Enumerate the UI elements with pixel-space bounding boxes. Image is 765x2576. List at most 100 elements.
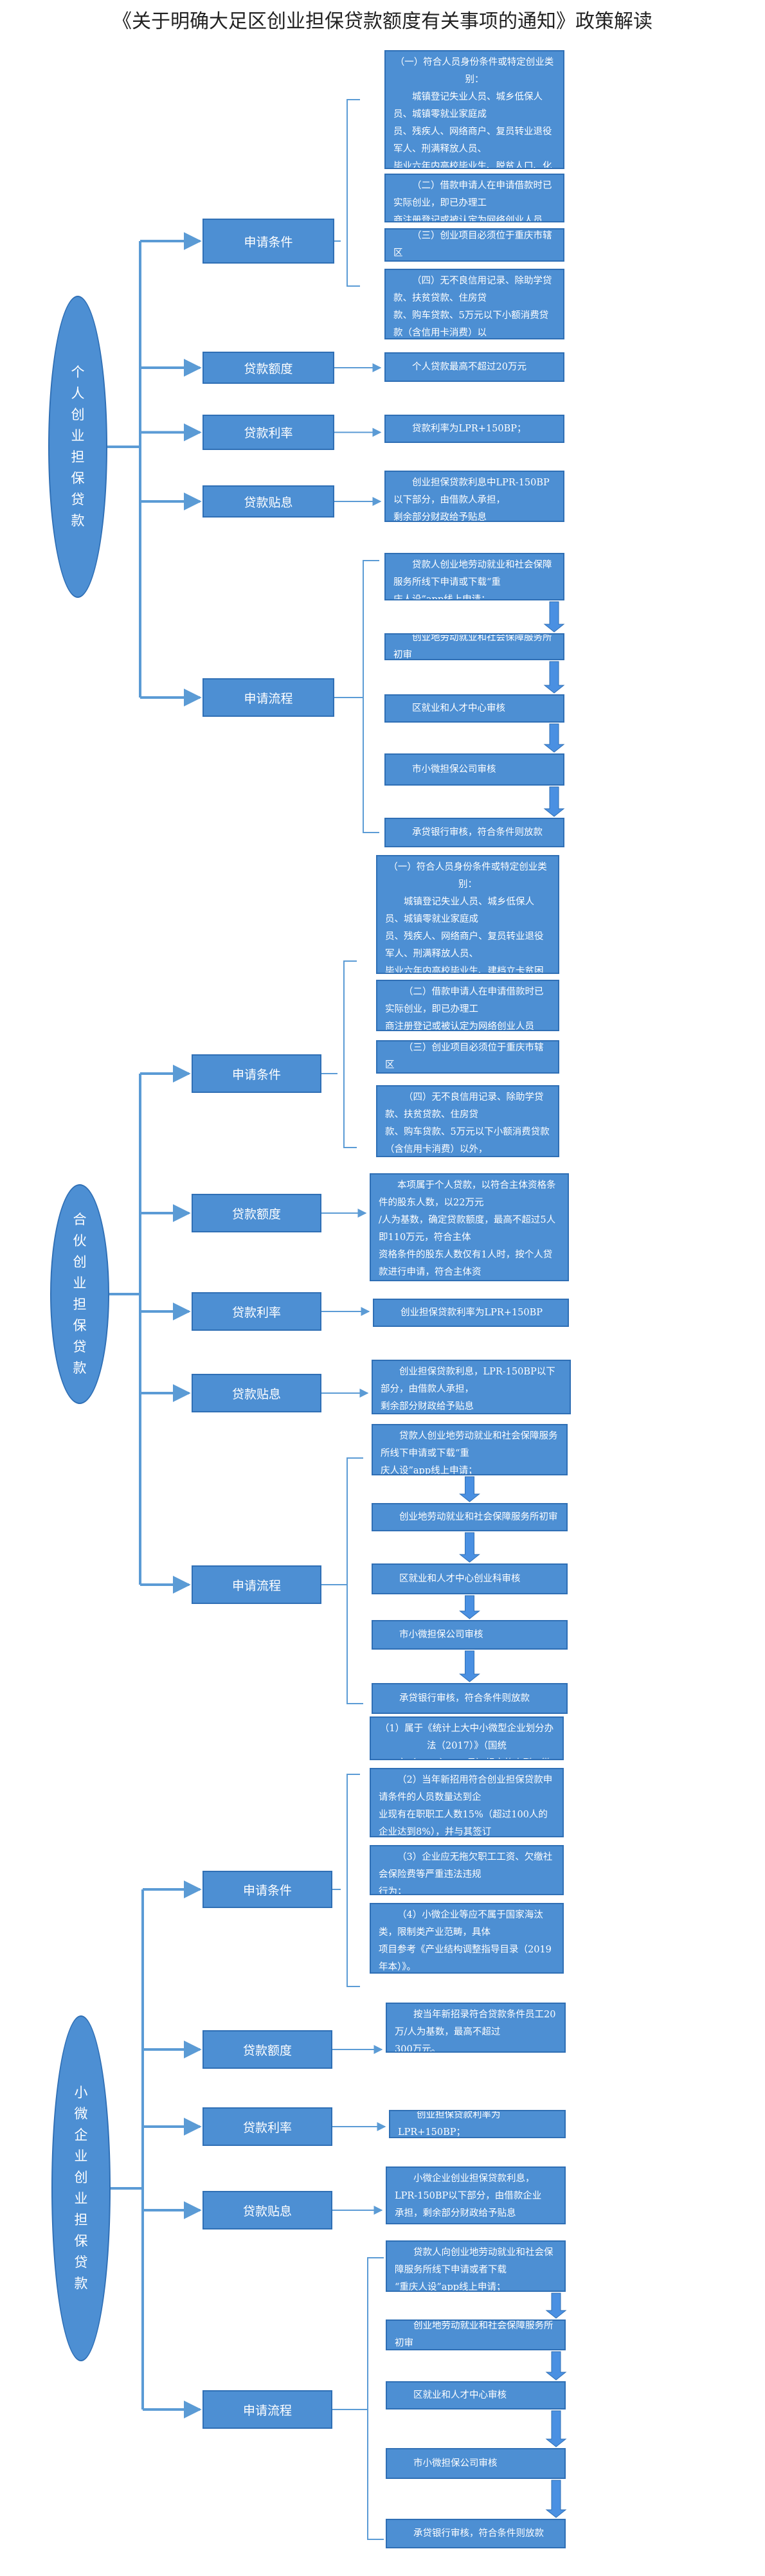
section-2-subsidy-box: 小微企业创业担保贷款利息，LPR-150BP以下部分，由借款企业承担，剩余部分财…	[386, 2166, 566, 2224]
section-2-process-arrow-3	[545, 2480, 567, 2518]
section-1-process-arrow-2	[459, 1595, 480, 1619]
text-line: 承贷银行审核，符合条件则放款	[399, 1693, 530, 1704]
text-line: 字〔2017〕213号）规定的小型、微型企业；	[379, 1755, 555, 1759]
text-line: 创业担保贷款利率为LPR+150BP	[401, 1307, 543, 1318]
section-0-process-step-3: 市小微担保公司审核	[384, 753, 564, 786]
section-1-condition-2: （三）创业项目必须位于重庆市辖区	[376, 1040, 559, 1074]
section-0-condition-1: （二）借款申请人在申请借款时已实际创业，即已办理工商注册登记或被认定为网络创业人…	[384, 174, 564, 222]
text-line: 本项属于个人贷款，以符合主体资格条件的股东人数，以22万元	[379, 1180, 556, 1208]
section-0-process-arrow-0	[543, 601, 565, 633]
section-0-ellipse-label: 个人创业担保贷款	[71, 365, 85, 528]
text-line: 区就业和人才中心审核	[413, 2390, 507, 2400]
section-1-category-rate: 贷款利率	[192, 1292, 321, 1331]
section-0-condition-0: （一）符合人员身份条件或特定创业类别：城镇登记失业人员、城乡低保人员、城镇零就业…	[384, 50, 564, 169]
text-line: 员、残疾人、网络商户、复员转业退役军人、刑满释放人员、	[393, 127, 552, 154]
section-2-subsidy-box-text: 小微企业创业担保贷款利息，LPR-150BP以下部分，由借款企业承担，剩余部分财…	[395, 2170, 557, 2222]
section-0-process-step-1: 创业地劳动就业和社会保障服务所初审	[384, 633, 564, 660]
text-line: 贷款人创业地劳动就业和社会保障服务所线下申请或下载“重	[393, 560, 552, 588]
text-line: 市小微担保公司审核	[413, 2458, 498, 2469]
section-1-ellipse: 合伙创业担保贷款	[50, 1184, 109, 1404]
section-2-process-arrow-0	[545, 2292, 567, 2319]
text-line: （四）无不良信用记录、除助学贷款、扶贫贷款、住房贷	[385, 1092, 544, 1120]
text-line: 市小微担保公司审核	[412, 764, 496, 775]
section-2-process-step-4: 承贷银行审核，符合条件则放款	[386, 2519, 566, 2548]
section-2-ellipse-label: 小微企业创业担保贷款	[74, 2085, 88, 2291]
text-line: 毕业六年内高校毕业生、建档立卡贫困人员、化解过剩产能	[385, 966, 544, 974]
text-line: 创业地劳动就业和社会保障服务所初审	[393, 633, 552, 660]
text-line: 毕业六年内高校毕业生、脱贫人口、化解过剩产能企业职工	[393, 161, 552, 169]
text-line: （4）小微企业等应不属于国家海汰类，限制类产业范畴，具体	[379, 1910, 543, 1938]
text-line: 承贷银行审核，符合条件则放款	[412, 827, 543, 838]
section-1-process-step-2: 区就业和人才中心创业科审核	[372, 1563, 568, 1594]
section-2-process-step-2: 区就业和人才中心审核	[386, 2381, 566, 2409]
section-1-process-step-3-text: 市小微担保公司审核	[381, 1626, 483, 1644]
text-line: 剩余部分财政给予贴息	[393, 512, 487, 522]
section-1-category-process: 申请流程	[192, 1565, 321, 1604]
text-line: 创业担保贷款利息中LPR-150BP以下部分，由借款人承担，	[393, 478, 550, 505]
text-line: 创业担保贷款利率为LPR+150BP；	[398, 2110, 501, 2138]
section-2-ellipse: 小微企业创业担保贷款	[51, 2015, 111, 2361]
text-line: 承贷银行审核，符合条件则放款	[413, 2528, 544, 2539]
section-2-category-subsidy: 贷款贴息	[203, 2191, 332, 2229]
section-0-process-step-3-text: 市小微担保公司审核	[393, 761, 496, 779]
section-0-category-rate: 贷款利率	[203, 415, 334, 450]
text-line: 款、购车贷款、5万元以下小额消费贷款（含信用卡消费）以	[393, 311, 549, 338]
section-0-process-arrow-3	[543, 786, 565, 817]
section-2-condition-1-text: （2）当年新招用符合创业担保贷款申请条件的人员数量达到企业现有在职职工人数15%…	[379, 1772, 555, 1837]
section-1-process-step-1: 创业地劳动就业和社会保障服务所初审	[372, 1503, 568, 1531]
text-line: 庆人设”app线上申请；	[381, 1466, 478, 1475]
section-2-conditions-bracket	[346, 1774, 360, 1987]
section-2-rate-box-text: 创业担保贷款利率为LPR+150BP；	[398, 2110, 557, 2138]
text-line: （3）企业应无拖欠职工工资、欠缴社会保险费等严重违法违规	[379, 1852, 553, 1880]
section-0-condition-2: （三）创业项目必须位于重庆市辖区	[384, 228, 564, 262]
text-line: 贷款利率为LPR+150BP；	[412, 423, 526, 434]
section-1-rate-box: 创业担保贷款利率为LPR+150BP	[373, 1299, 569, 1327]
section-0-condition-2-text: （三）创业项目必须位于重庆市辖区	[393, 230, 555, 260]
section-1-condition-0: （一）符合人员身份条件或特定创业类别：城镇登记失业人员、城乡低保人员、城镇零就业…	[376, 855, 559, 974]
section-0-process-arrow-2	[543, 723, 565, 753]
text-line: 贷款人创业地劳动就业和社会保障服务所线下申请或下载“重	[381, 1431, 558, 1459]
text-line: 创业担保贷款利息，LPR-150BP以下部分，由借款人承担，	[381, 1367, 555, 1394]
text-line: 庆人设”app线上申请；	[393, 595, 491, 600]
section-0-rate-box-text: 贷款利率为LPR+150BP；	[393, 420, 526, 438]
section-0-category-conditions: 申请条件	[203, 219, 334, 264]
section-1-process-step-3: 市小微担保公司审核	[372, 1620, 568, 1650]
text-line: 城镇登记失业人员、城乡低保人员、城镇零就业家庭成	[385, 897, 534, 924]
section-2-process-step-0: 贷款人向创业地劳动就业和社会保障服务所线下申请或者下载“重庆人设”app线上申请…	[386, 2240, 566, 2292]
section-1-condition-0-text: （一）符合人员身份条件或特定创业类别：城镇登记失业人员、城乡低保人员、城镇零就业…	[385, 859, 550, 974]
text-line: （三）创业项目必须位于重庆市辖区	[385, 1043, 544, 1070]
section-1-condition-1: （二）借款申请人在申请借款时已实际创业，即已办理工商注册登记或被认定为网络创业人…	[376, 980, 559, 1031]
section-1-process-bracket	[346, 1457, 363, 1704]
section-2-condition-0-text: （1）属于《统计上大中小微型企业划分办法（2017）》（国统字〔2017〕213…	[379, 1720, 555, 1759]
section-2-condition-3-text: （4）小微企业等应不属于国家海汰类，限制类产业范畴，具体项目参考《产业结构调整指…	[379, 1907, 555, 1972]
text-line: （二）借款申请人在申请借款时已实际创业，即已办理工	[393, 181, 552, 208]
section-0-amount-box: 个人贷款最高不超过20万元	[384, 352, 564, 382]
text-line: （2）当年新招用符合创业担保贷款申请条件的人员数量达到企	[379, 1775, 553, 1803]
section-1-amount-box-text: 本项属于个人贷款，以符合主体资格条件的股东人数，以22万元/人为基数，确定贷款额…	[379, 1177, 560, 1280]
text-line: /人为基数，确定贷款额度，最高不超过5人即110万元，符合主体	[379, 1215, 556, 1243]
text-line: 款、购车贷款、5万元以下小额消费贷款（含信用卡消费）以外，	[385, 1127, 550, 1155]
text-line: 300万元。	[395, 2044, 441, 2053]
section-1-process-arrow-1	[459, 1532, 480, 1563]
section-2-rate-box: 创业担保贷款利率为LPR+150BP；	[389, 2110, 566, 2138]
text-line: （二）借款申请人在申请借款时已实际创业，即已办理工	[385, 987, 544, 1014]
section-2-process-step-0-text: 贷款人向创业地劳动就业和社会保障服务所线下申请或者下载“重庆人设”app线上申请…	[395, 2244, 557, 2291]
text-line: 承担，剩余部分财政给予贴息	[395, 2208, 516, 2219]
section-1-process-step-2-text: 区就业和人才中心创业科审核	[381, 1571, 521, 1588]
section-2-process-arrow-1	[545, 2351, 567, 2381]
section-0-process-step-2-text: 区就业和人才中心审核	[393, 700, 505, 717]
section-1-subsidy-box: 创业担保贷款利息，LPR-150BP以下部分，由借款人承担，剩余部分财政给予贴息	[372, 1360, 571, 1414]
text-line: （一）符合人员身份条件或特定创业类别：	[395, 57, 554, 85]
text-line: 业现有在职职工人数15%（超过100人的企业达到8%），并与其签订	[379, 1810, 548, 1837]
text-line: 行为；	[379, 1887, 407, 1895]
section-1-process-arrow-3	[459, 1650, 480, 1682]
section-2-process-step-3: 市小微担保公司审核	[386, 2448, 566, 2479]
section-1-condition-3: （四）无不良信用记录、除助学贷款、扶贫贷款、住房贷款、购车贷款、5万元以下小额消…	[376, 1085, 559, 1157]
section-0-process-step-0: 贷款人创业地劳动就业和社会保障服务所线下申请或下载“重庆人设”app线上申请；	[384, 553, 564, 600]
section-2-category-amount: 贷款额度	[203, 2030, 332, 2069]
section-0-category-subsidy: 贷款贴息	[203, 485, 334, 518]
text-line: 创业地劳动就业和社会保障服务所初审	[399, 1511, 558, 1522]
